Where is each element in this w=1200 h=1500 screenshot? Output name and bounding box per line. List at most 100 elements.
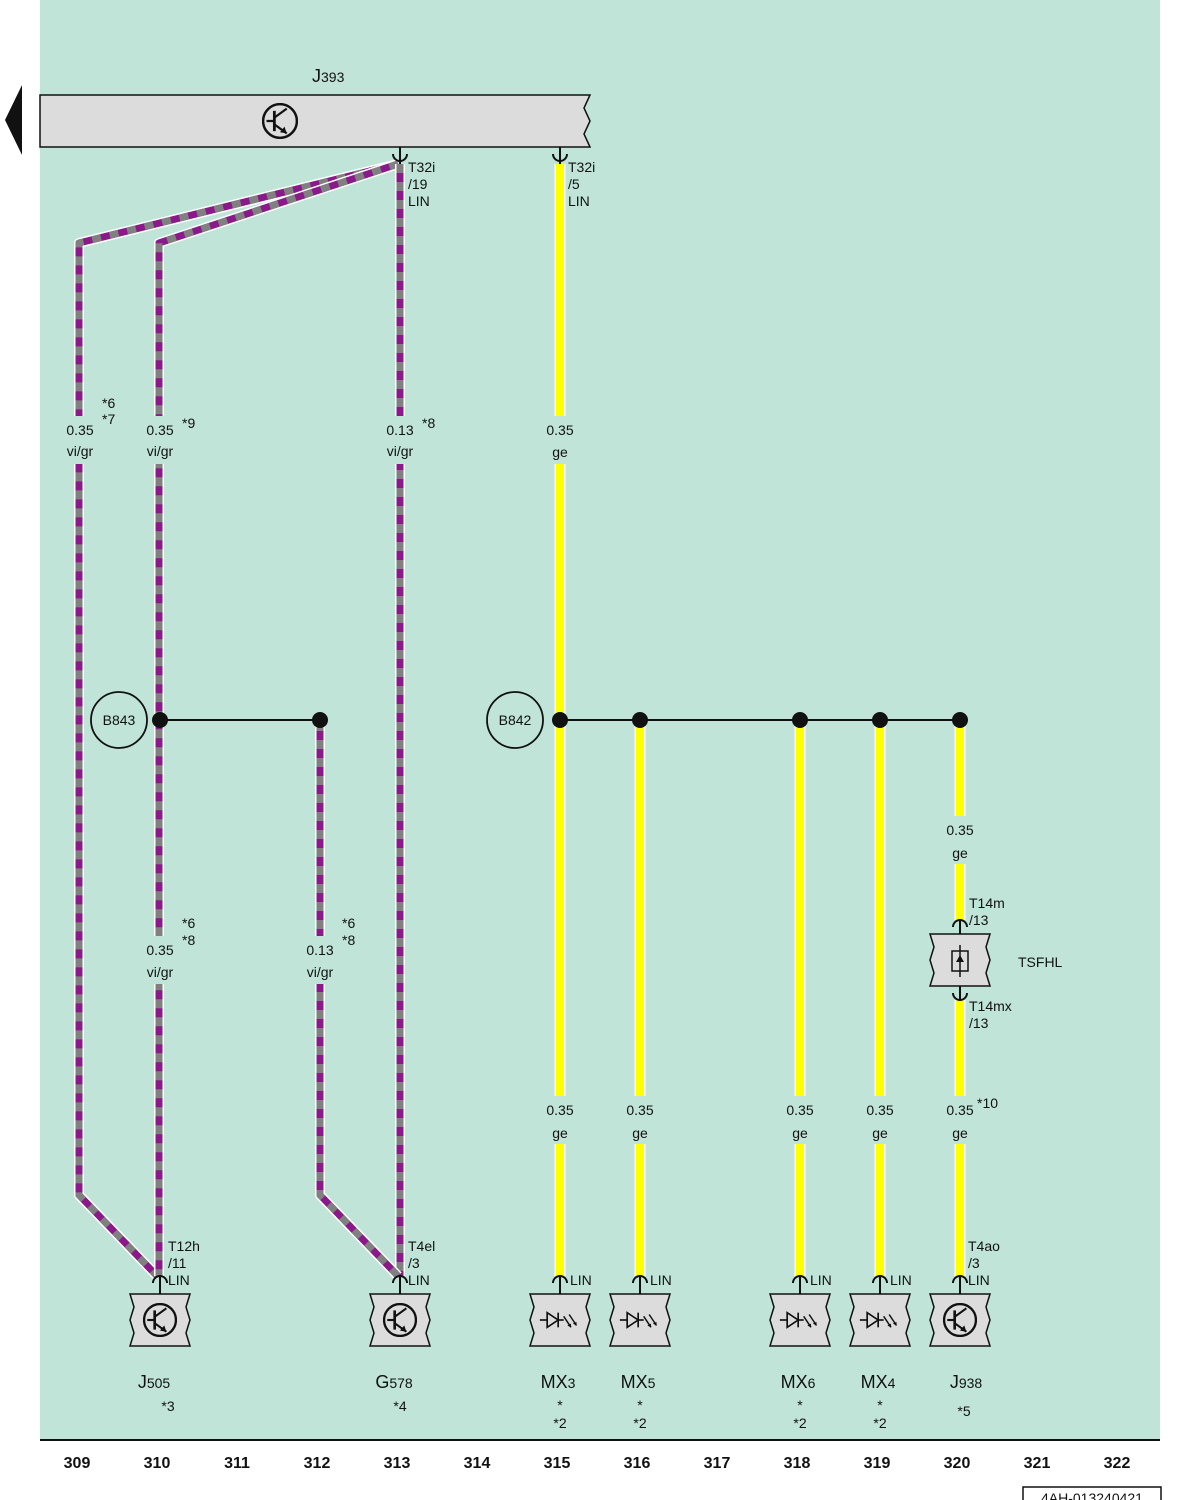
control-unit-label: J393 bbox=[312, 66, 345, 86]
wire-label-310b: 0.35 vi/gr *6 *8 bbox=[138, 915, 195, 984]
svg-text:*: * bbox=[797, 1397, 803, 1413]
svg-text:T4el: T4el bbox=[408, 1238, 435, 1254]
svg-text:*7: *7 bbox=[102, 411, 115, 427]
svg-text:/3: /3 bbox=[968, 1255, 980, 1271]
wire-label-313: 0.13 vi/gr *8 bbox=[378, 415, 435, 464]
tsfhl-connector-labels: T14m /13 T14mx /13 bbox=[969, 895, 1012, 1031]
component-names: J505 *3 G578 *4 MX3 * *2 MX5 * *2 MX6 * … bbox=[138, 1372, 983, 1431]
svg-text:vi/gr: vi/gr bbox=[387, 443, 414, 459]
svg-text:LIN: LIN bbox=[168, 1272, 190, 1288]
svg-text:T32i: T32i bbox=[408, 159, 435, 175]
svg-text:vi/gr: vi/gr bbox=[147, 443, 174, 459]
svg-text:/13: /13 bbox=[969, 1015, 989, 1031]
svg-text:0.35: 0.35 bbox=[946, 1102, 973, 1118]
splice-dots bbox=[152, 712, 968, 728]
svg-text:0.35: 0.35 bbox=[546, 1102, 573, 1118]
svg-text:*6: *6 bbox=[102, 395, 115, 411]
column-number: 317 bbox=[704, 1455, 731, 1472]
svg-text:LIN: LIN bbox=[568, 193, 590, 209]
svg-text:*8: *8 bbox=[422, 415, 435, 431]
svg-text:*3: *3 bbox=[161, 1398, 174, 1414]
splice-b842[interactable]: B842 bbox=[486, 691, 544, 749]
column-number: 322 bbox=[1104, 1455, 1131, 1472]
component-mx5-name: MX5 bbox=[621, 1372, 656, 1392]
splice-b843[interactable]: B843 bbox=[90, 691, 148, 749]
wire-labels-lower: 0.35 ge 0.35 ge 0.35 ge 0.35 ge 0.35 ge … bbox=[540, 1095, 998, 1144]
svg-text:/13: /13 bbox=[969, 912, 989, 928]
svg-text:4AH-013240421: 4AH-013240421 bbox=[1041, 1490, 1143, 1500]
svg-text:*2: *2 bbox=[633, 1415, 646, 1431]
svg-text:ge: ge bbox=[872, 1125, 888, 1141]
component-mx6[interactable] bbox=[768, 1275, 832, 1347]
wire-label-312: 0.13 vi/gr *6 *8 bbox=[298, 915, 355, 984]
svg-text:ge: ge bbox=[952, 845, 968, 861]
svg-text:0.35: 0.35 bbox=[866, 1102, 893, 1118]
svg-text:0.35: 0.35 bbox=[626, 1102, 653, 1118]
component-j505[interactable] bbox=[128, 1275, 192, 1347]
svg-text:*5: *5 bbox=[957, 1403, 970, 1419]
svg-text:vi/gr: vi/gr bbox=[147, 964, 174, 980]
svg-text:ge: ge bbox=[552, 444, 568, 460]
svg-text:*: * bbox=[557, 1397, 563, 1413]
component-mx3-name: MX3 bbox=[541, 1372, 576, 1392]
svg-text:LIN: LIN bbox=[650, 1272, 672, 1288]
svg-text:LIN: LIN bbox=[890, 1272, 912, 1288]
svg-text:*6: *6 bbox=[182, 915, 195, 931]
svg-text:LIN: LIN bbox=[810, 1272, 832, 1288]
svg-text:/5: /5 bbox=[568, 176, 580, 192]
svg-text:vi/gr: vi/gr bbox=[67, 443, 94, 459]
wire-label-320a: 0.35 ge bbox=[940, 816, 980, 864]
column-number: 315 bbox=[544, 1455, 571, 1472]
component-g578[interactable] bbox=[368, 1275, 432, 1347]
svg-text:*2: *2 bbox=[793, 1415, 806, 1431]
svg-text:T12h: T12h bbox=[168, 1238, 200, 1254]
svg-text:LIN: LIN bbox=[968, 1272, 990, 1288]
wire-label-309: 0.35 vi/gr *6 *7 bbox=[58, 395, 115, 464]
svg-text:ge: ge bbox=[552, 1125, 568, 1141]
back-arrow-icon[interactable] bbox=[5, 85, 22, 155]
svg-text:ge: ge bbox=[952, 1125, 968, 1141]
column-number: 320 bbox=[944, 1455, 971, 1472]
svg-text:0.13: 0.13 bbox=[386, 422, 413, 438]
svg-text:0.35: 0.35 bbox=[146, 942, 173, 958]
control-unit-j393[interactable] bbox=[39, 94, 592, 148]
svg-text:*2: *2 bbox=[873, 1415, 886, 1431]
wire-label-310a: 0.35 vi/gr *9 bbox=[138, 415, 195, 464]
tsfhl-label: TSFHL bbox=[1018, 954, 1063, 970]
svg-text:B843: B843 bbox=[103, 712, 136, 728]
column-number: 312 bbox=[304, 1455, 331, 1472]
component-mx5[interactable] bbox=[608, 1275, 672, 1347]
svg-text:0.35: 0.35 bbox=[146, 422, 173, 438]
component-mx3[interactable] bbox=[528, 1275, 592, 1347]
svg-text:*2: *2 bbox=[553, 1415, 566, 1431]
component-j938[interactable] bbox=[928, 1275, 992, 1347]
component-mx4-name: MX4 bbox=[861, 1372, 896, 1392]
wire-310 bbox=[154, 159, 400, 1276]
connector-label-t32i-5: T32i /5 LIN bbox=[568, 159, 595, 209]
column-number: 309 bbox=[64, 1455, 91, 1472]
connector-label-t32i-19: T32i /19 LIN bbox=[408, 159, 435, 209]
component-boxes bbox=[128, 1275, 992, 1347]
svg-text:0.35: 0.35 bbox=[546, 422, 573, 438]
svg-text:ge: ge bbox=[632, 1125, 648, 1141]
column-number: 318 bbox=[784, 1455, 811, 1472]
column-number: 319 bbox=[864, 1455, 891, 1472]
svg-text:/3: /3 bbox=[408, 1255, 420, 1271]
component-mx4[interactable] bbox=[848, 1275, 912, 1347]
component-j938-name: J938 bbox=[950, 1372, 983, 1392]
column-number: 311 bbox=[224, 1455, 250, 1472]
svg-text:LIN: LIN bbox=[570, 1272, 592, 1288]
svg-text:*: * bbox=[637, 1397, 643, 1413]
tsfhl-block[interactable] bbox=[928, 919, 992, 1001]
wire-309 bbox=[74, 159, 400, 1280]
svg-text:B842: B842 bbox=[499, 712, 532, 728]
svg-text:0.35: 0.35 bbox=[946, 822, 973, 838]
svg-text:*6: *6 bbox=[342, 915, 355, 931]
column-number: 313 bbox=[384, 1455, 411, 1472]
column-number: 321 bbox=[1024, 1455, 1051, 1472]
component-j505-name: J505 bbox=[138, 1372, 171, 1392]
svg-text:ge: ge bbox=[792, 1125, 808, 1141]
svg-text:*10: *10 bbox=[977, 1095, 998, 1111]
svg-text:T14mx: T14mx bbox=[969, 998, 1012, 1014]
